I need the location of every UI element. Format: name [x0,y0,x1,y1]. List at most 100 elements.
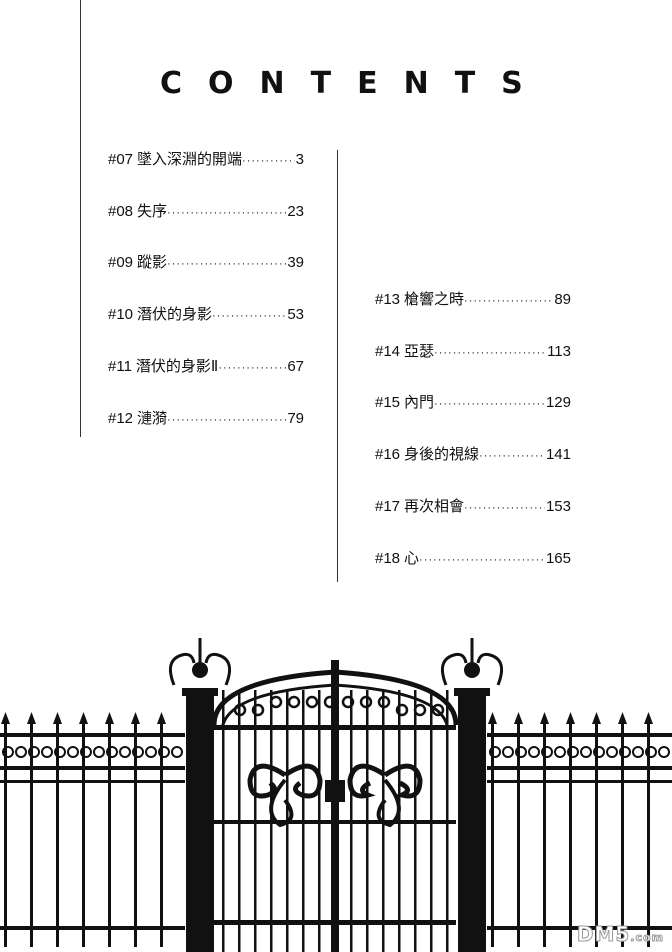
fence-bar [30,722,33,947]
fence-bar [517,722,520,947]
page-number: 39 [287,254,304,272]
fence-bar [160,722,163,947]
toc-entry[interactable]: #17再次相會153 [375,495,571,516]
gate-bar [270,690,273,952]
fence-bar [491,722,494,947]
fence-rosette [54,746,66,758]
gate-rosette [377,695,391,709]
toc-entry[interactable]: #11潛伏的身影Ⅱ67 [108,355,304,376]
gate-bar [414,690,417,952]
fence-rosette [632,746,644,758]
fence-rosette [80,746,92,758]
fence-spike [514,712,523,724]
page-number: 3 [295,151,304,168]
toc-entry[interactable]: #12漣漪79 [108,407,304,428]
leader-dots [464,295,553,307]
fence-rosette [67,746,79,758]
leader-dots [167,207,286,219]
fence-rosette [606,746,618,758]
fence-rosette [593,746,605,758]
chapter-title: 潛伏的身影 [137,306,213,324]
page-number: 67 [287,357,304,375]
chapter-number: #13 [375,291,401,308]
gate-bar [302,690,305,952]
fence-spike [644,712,653,724]
fence-rail [0,926,185,930]
fence-spike [27,712,36,724]
toc-entry[interactable]: #18心165 [375,547,571,568]
toc-entry[interactable]: #16身後的視線141 [375,443,571,464]
page-number: 23 [287,202,304,220]
fence-rosette [515,746,527,758]
fence-spike [1,712,10,724]
leader-dots [434,347,546,359]
fence-spike [618,712,627,724]
gate-rosette [233,703,247,717]
fence-rail [487,780,672,783]
fence-rosette [15,746,27,758]
chapter-number: #07 [108,151,134,168]
chapter-number: #08 [108,202,134,220]
watermark-suffix: .com [630,931,664,945]
fence-rail [487,766,672,770]
gate-bar [398,690,401,952]
fence-rosette [28,746,40,758]
chapter-title: 再次相會 [404,497,465,515]
toc-entry[interactable]: #15內門129 [375,391,571,412]
fence-rail [0,780,185,783]
gate-scroll [247,763,287,799]
toc-entry[interactable]: #13槍響之時89 [375,288,571,309]
leader-dots [464,502,545,514]
chapter-number: #17 [375,497,401,515]
gate-post-finial [192,662,208,678]
left-divider-line [80,0,81,437]
leader-dots [212,310,286,322]
fence-spike [566,712,575,724]
fence-rosette [645,746,657,758]
toc-entry[interactable]: #14亞瑟113 [375,340,571,361]
leader-dots [434,398,545,410]
chapter-title: 失序 [137,202,168,220]
toc-entry[interactable]: #10潛伏的身影53 [108,303,304,324]
gate-rosette [251,703,265,717]
fence-bar [647,722,650,947]
gate-post-finial [464,662,480,678]
chapter-title: 身後的視線 [404,446,480,464]
gate-bar [430,690,433,952]
fence-rail [487,926,672,930]
fence-bar [108,722,111,947]
gate-bar [446,690,449,952]
gate-scroll [347,763,387,799]
gate-scroll [283,763,323,799]
chapter-title: 蹤影 [137,254,168,272]
fence-rosette [567,746,579,758]
post-scroll [440,652,468,686]
fence-rosette [106,746,118,758]
leader-dots [242,155,295,167]
gate-rosette [395,703,409,717]
gate-rosette [269,695,283,709]
fence-bar [4,722,7,947]
gate-rosette [359,695,373,709]
fence-rosette [502,746,514,758]
fence-rosette [541,746,553,758]
watermark-logo: DM5.com [576,922,664,947]
fence-bar [82,722,85,947]
leader-dots [218,362,286,374]
page-number: 79 [287,409,304,427]
gate-scroll [383,763,423,799]
chapter-number: #09 [108,254,134,272]
page-number: 53 [287,306,304,324]
toc-entry[interactable]: #07墜入深淵的開端3 [108,148,304,169]
chapter-title: 內門 [404,394,435,412]
fence-rosette [41,746,53,758]
fence-rail [0,766,185,770]
post-scroll [476,652,504,686]
fence-rosette [119,746,131,758]
fence-bar [543,722,546,947]
gate-post-cap [182,688,218,696]
fence-spike [540,712,549,724]
leader-dots [479,450,545,462]
